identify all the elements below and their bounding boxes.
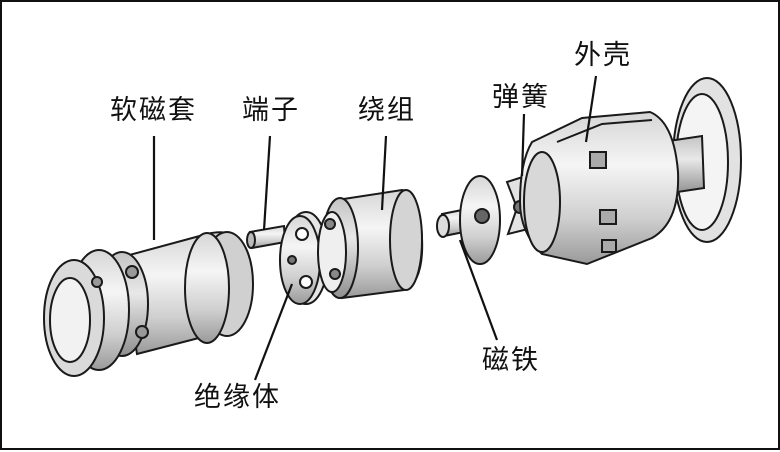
winding-part — [317, 188, 424, 300]
label-soft-magnetic-sleeve: 软磁套 — [110, 95, 197, 126]
leader-housing — [584, 75, 598, 143]
soft-magnetic-sleeve-part — [43, 231, 254, 377]
label-housing: 外壳 — [574, 40, 632, 71]
housing-part — [518, 77, 742, 266]
leader-terminal — [262, 135, 272, 231]
leader-lines — [152, 75, 598, 381]
leader-spring — [520, 113, 526, 177]
label-terminal: 端子 — [242, 95, 300, 126]
insulator-part — [279, 211, 329, 305]
leader-winding — [380, 135, 388, 211]
label-insulator: 绝缘体 — [194, 382, 281, 413]
label-spring: 弹簧 — [492, 82, 550, 113]
leader-insulator — [253, 283, 294, 381]
magnet-part — [436, 175, 501, 265]
label-winding: 绕组 — [358, 95, 416, 126]
terminal-part — [246, 224, 287, 250]
label-magnet: 磁铁 — [482, 345, 540, 376]
leader-magnet — [458, 239, 499, 341]
